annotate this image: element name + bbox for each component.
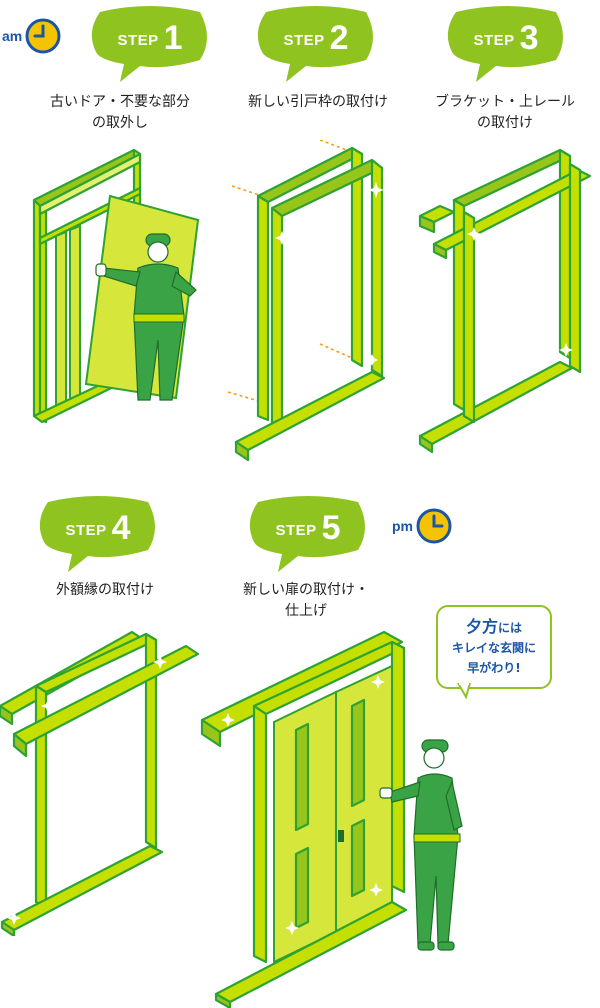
speech-bubble-icon — [257, 6, 373, 82]
time-marker-pm: pm — [392, 508, 452, 544]
step-2-number: 2 — [329, 18, 349, 57]
worker-figure — [379, 739, 463, 951]
clock-icon — [25, 18, 61, 54]
step-2-caption: 新しい引戸枠の取付け — [248, 94, 388, 110]
time-marker-am: am — [2, 18, 61, 54]
step-5-caption: 新しい扉の取付け・ 仕上げ — [243, 582, 369, 619]
step-3-number: 3 — [519, 18, 539, 57]
step-4-illustration — [0, 630, 200, 936]
speech-line-1-small: には — [498, 621, 523, 635]
step-4-label: STEP — [65, 521, 107, 539]
step-3-illustration — [418, 148, 592, 454]
speech-line-3: 早がわり! — [467, 661, 521, 675]
step-2-label: STEP — [283, 31, 325, 49]
step-5-label: STEP — [275, 521, 317, 539]
step-4-caption: 外額縁の取付け — [56, 582, 154, 598]
step-1-number: 1 — [163, 18, 183, 57]
step-5-illustration — [200, 630, 463, 1008]
step-4-badge: STEP 4 — [34, 492, 162, 580]
clock-icon — [416, 508, 452, 544]
pm-label: pm — [392, 518, 413, 534]
speech-bubble-tail — [457, 683, 471, 699]
worker-figure — [95, 233, 197, 401]
speech-line-1: 夕方には — [438, 617, 550, 638]
am-label: am — [2, 28, 23, 44]
step-3-badge: STEP 3 — [442, 2, 570, 90]
step-3-caption: ブラケット・上レール の取付け — [435, 94, 575, 131]
finish-speech-bubble: 夕方には キレイな玄関に 早がわり! — [436, 605, 552, 689]
step-2-illustration — [227, 140, 386, 462]
step-5-badge: STEP 5 — [244, 492, 372, 580]
speech-bubble-icon — [39, 496, 156, 572]
speech-bubble-icon — [91, 6, 207, 82]
step-5-number: 5 — [321, 508, 341, 547]
step-3-label: STEP — [473, 31, 515, 49]
step-2-badge: STEP 2 — [252, 2, 380, 90]
speech-line-1-big: 夕方 — [465, 617, 498, 636]
speech-line-2: キレイな玄関に — [451, 641, 536, 655]
speech-bubble-icon — [447, 6, 563, 82]
speech-bubble-icon — [249, 496, 365, 572]
step-1-badge: STEP 1 — [86, 2, 214, 90]
step-4-number: 4 — [111, 508, 131, 547]
step-1-illustration — [32, 148, 200, 424]
step-1-caption: 古いドア・不要な部分 の取外し — [50, 94, 190, 131]
step-1-label: STEP — [117, 31, 159, 49]
